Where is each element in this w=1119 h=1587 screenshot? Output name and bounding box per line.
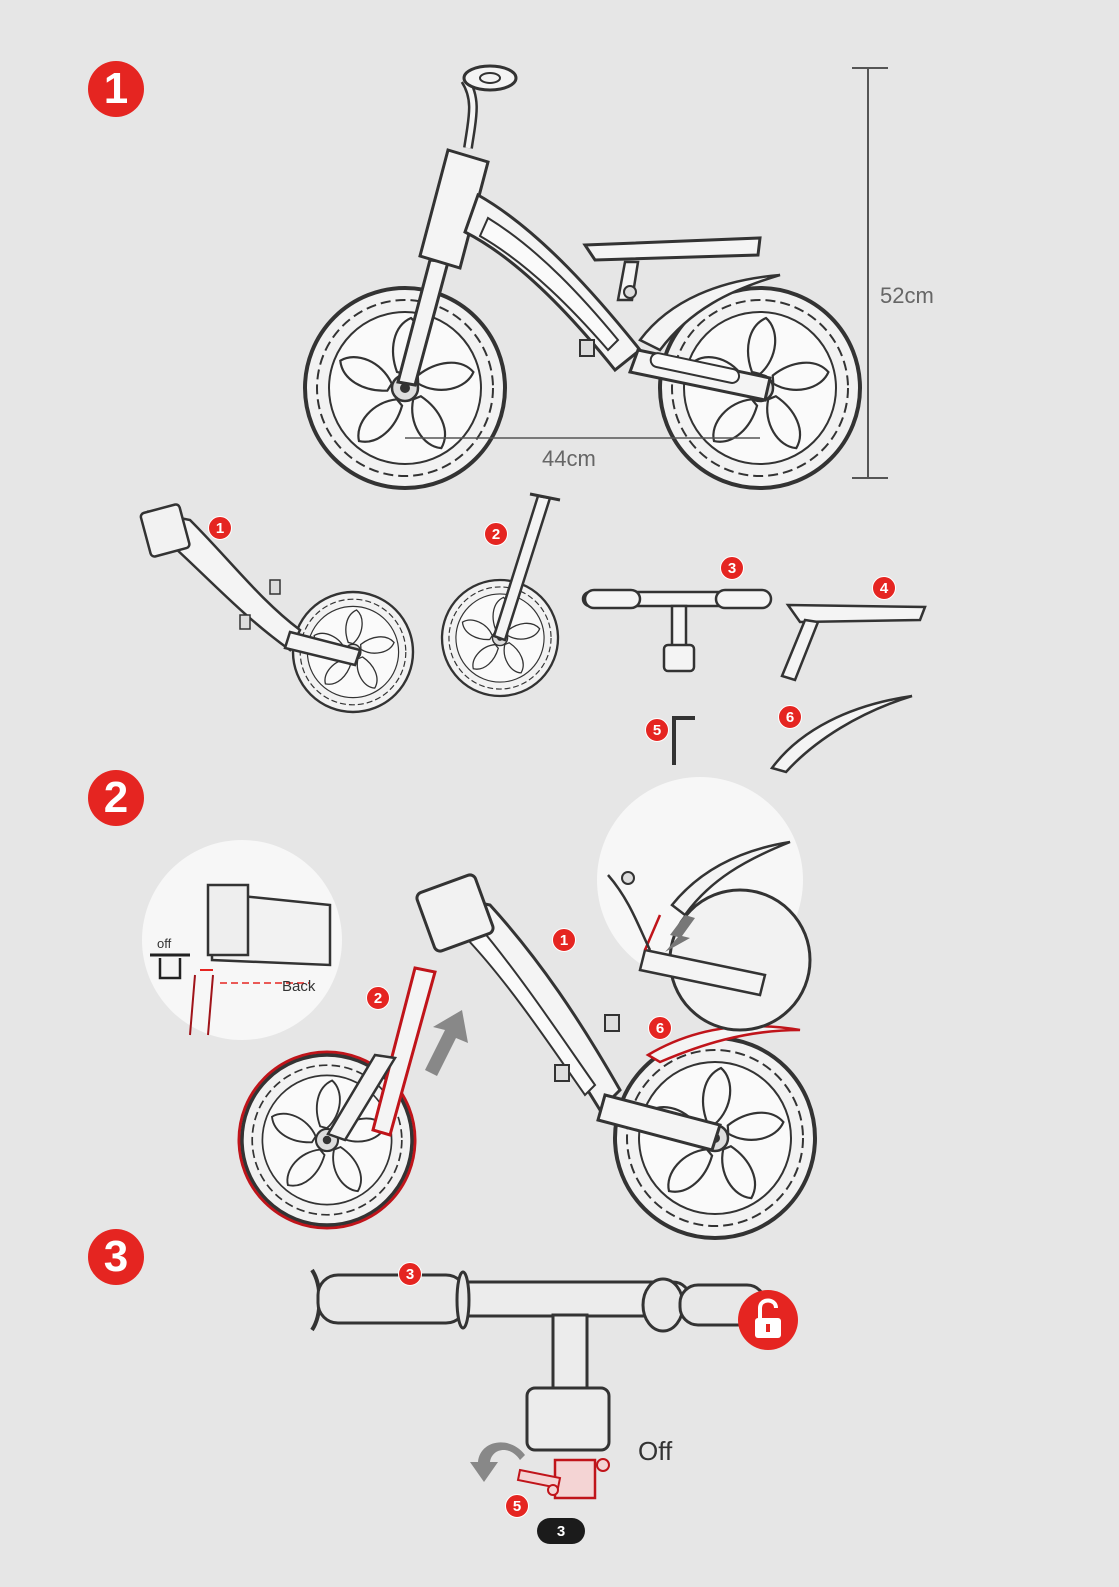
height-label: 52cm (880, 283, 934, 309)
part-marker-5: 5 (645, 718, 669, 742)
step3-marker-5: 5 (505, 1494, 529, 1518)
part-frame-with-rear-wheel (140, 504, 413, 712)
step2-marker-6: 6 (648, 1016, 672, 1040)
detail-circle-lock (142, 840, 342, 1040)
back-label: Back (282, 978, 315, 995)
step3-handlebar-assembly (312, 1270, 765, 1498)
step2-marker-1: 1 (552, 928, 576, 952)
rotate-arrow-icon (470, 1442, 525, 1482)
part-marker-2: 2 (484, 522, 508, 546)
part-marker-4: 4 (872, 576, 896, 600)
part-handlebar (583, 590, 771, 671)
step-badge-1: 1 (88, 61, 144, 117)
unlock-icon (738, 1290, 798, 1350)
push-arrow-icon (425, 1010, 468, 1076)
step-badge-2: 2 (88, 770, 144, 826)
detail-circle-mudguard (597, 777, 810, 1030)
lock-off-label: off (157, 936, 171, 951)
step2-marker-2: 2 (366, 986, 390, 1010)
part-marker-3: 3 (720, 556, 744, 580)
page-number: 3 (537, 1518, 585, 1544)
off-status-label: Off (638, 1436, 672, 1467)
wheelbase-label: 44cm (542, 446, 596, 472)
hex-key-icon (674, 718, 695, 765)
full-bike-illustration (305, 66, 860, 488)
step-badge-3: 3 (88, 1229, 144, 1285)
part-seat (782, 605, 925, 680)
part-marker-1: 1 (208, 516, 232, 540)
step3-marker-3: 3 (398, 1262, 422, 1286)
part-marker-6: 6 (778, 705, 802, 729)
